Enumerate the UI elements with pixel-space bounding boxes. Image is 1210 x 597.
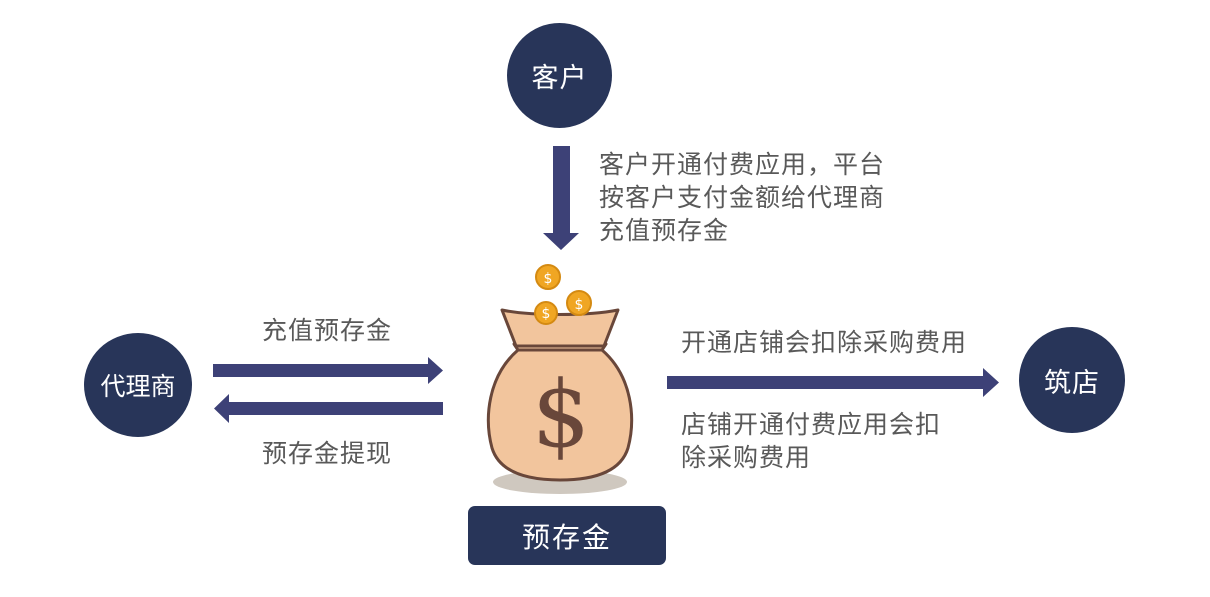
client-flow-line-3: 充值预存金 [599,216,730,245]
coin-icon: $ [566,290,592,316]
node-store: 筑店 [1019,327,1125,433]
coin-icon: $ [534,301,558,325]
client-flow-line-2: 按客户支付金额给代理商 [599,183,886,212]
node-agent: 代理商 [84,333,192,437]
bag-body [486,348,634,482]
pool-label-text: 预存金 [521,520,612,554]
store-flow-line-1: 店铺开通付费应用会扣 [681,410,942,439]
bag-top [500,308,620,348]
arrow-pool-withdraw [214,394,443,423]
arrow-pool-to-store [667,368,999,397]
pool-withdraw-label: 预存金提现 [262,439,393,468]
agent-recharge-label: 充值预存金 [262,316,393,345]
svg-text:$: $ [544,271,553,287]
svg-text:$: $ [575,297,584,313]
arrow-agent-recharge [213,357,443,384]
node-client: 客户 [507,23,612,128]
coin-icon: $ [535,264,561,290]
store-flow-line-2: 除采购费用 [681,443,812,472]
node-agent-label: 代理商 [100,372,176,401]
node-client-label: 客户 [531,63,588,94]
node-store-label: 筑店 [1044,367,1100,399]
money-bag-icon: $ $ $ $ [486,264,634,494]
pool-label: 预存金 [468,506,666,565]
svg-text:$: $ [542,306,551,322]
client-flow-line-1: 客户开通付费应用，平台 [599,150,886,179]
store-deduct-label: 开通店铺会扣除采购费用 [681,328,968,357]
arrow-client-to-pool [543,146,579,250]
dollar-sign: $ [532,361,591,468]
